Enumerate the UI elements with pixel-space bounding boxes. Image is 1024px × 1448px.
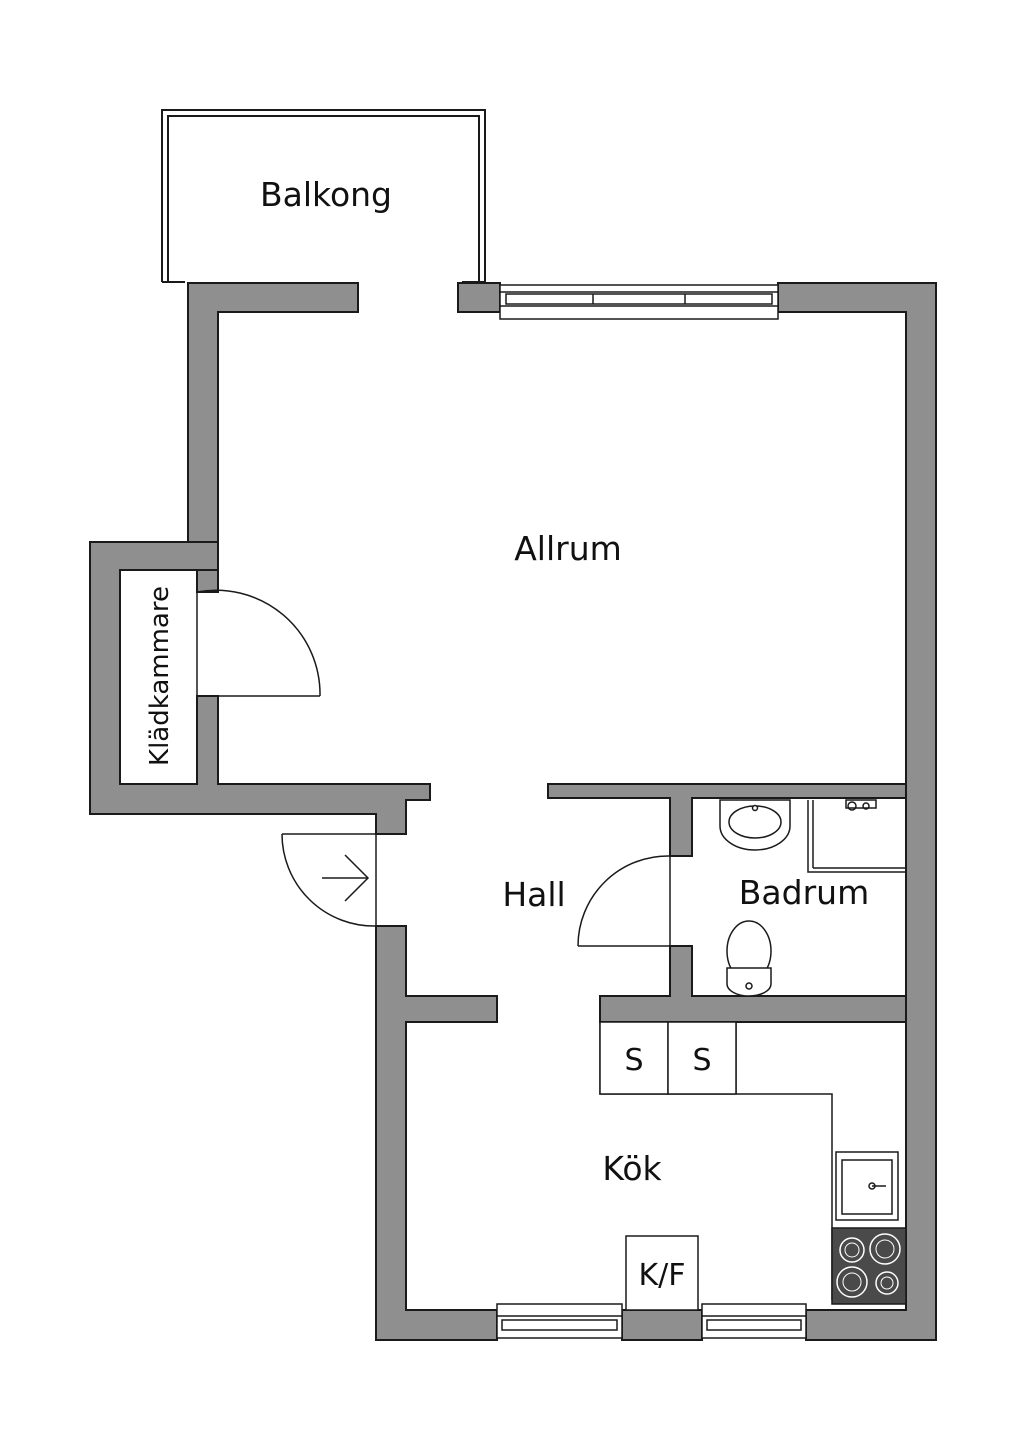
bathroom-fixtures [719, 799, 906, 997]
cabinet-s-1 [599, 1021, 669, 1095]
bathroom-door [577, 855, 671, 947]
kitchen-fixtures [599, 1021, 907, 1311]
label-badrum: Badrum [739, 873, 869, 912]
entrance-door [281, 833, 377, 927]
doors [196, 589, 671, 947]
walls [89, 282, 937, 1341]
label-kladkammare: Klädkammare [145, 586, 175, 766]
windows [496, 284, 807, 1339]
window-kok-right [701, 1303, 807, 1339]
label-balkong: Balkong [260, 175, 392, 214]
label-cabinet-s-2: S [692, 1043, 711, 1078]
label-hall: Hall [502, 875, 565, 914]
label-fridge-freezer: K/F [638, 1258, 685, 1293]
sink-icon [835, 1151, 899, 1221]
label-kok: Kök [602, 1149, 662, 1188]
label-cabinet-s-1: S [624, 1043, 643, 1078]
fridge-freezer [625, 1235, 699, 1311]
cabinet-s-2 [667, 1021, 737, 1095]
toilet-icon [726, 920, 772, 997]
closet-door [196, 589, 321, 697]
window-kok-left [496, 1303, 623, 1339]
entrance-arrow-icon [322, 854, 370, 902]
label-allrum: Allrum [514, 529, 622, 568]
stove-icon [831, 1227, 907, 1305]
washbasin-icon [719, 799, 791, 851]
room-labels: Balkong Allrum Klädkammare Hall Badrum K… [145, 175, 869, 1293]
window-allrum [499, 284, 779, 320]
shower-icon [807, 799, 906, 873]
